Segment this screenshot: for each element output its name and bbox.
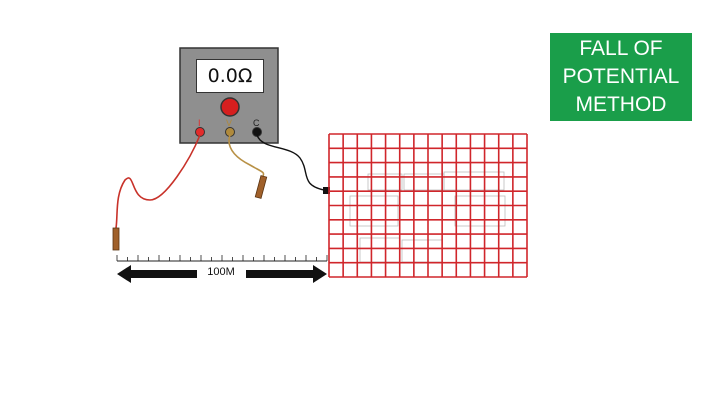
grid-background-structure — [454, 195, 506, 227]
lead-gold-wire — [228, 134, 265, 177]
terminal-label-voltage: V — [226, 118, 233, 128]
potential-probe-icon[interactable] — [254, 175, 268, 199]
grid-background-structure — [359, 237, 401, 263]
grid-background-structure — [401, 239, 443, 263]
meter-display: 0.0Ω — [196, 59, 264, 93]
distance-ruler — [116, 255, 328, 262]
current-probe-icon[interactable] — [112, 227, 120, 251]
lead-red-wire — [115, 134, 201, 229]
double-arrow-icon — [117, 265, 327, 283]
ground-grid-icon — [328, 133, 528, 278]
method-title-box: FALL OF POTENTIAL METHOD — [550, 33, 692, 121]
meter-knob-icon[interactable] — [220, 97, 240, 117]
terminal-label-common: C — [253, 118, 260, 128]
distance-label: 100M — [207, 266, 235, 278]
grid-background-structure — [443, 171, 505, 191]
method-title: FALL OF POTENTIAL METHOD — [562, 37, 680, 116]
grid-background-structure — [349, 195, 399, 227]
grid-connection-terminal[interactable] — [323, 187, 330, 194]
terminal-label-current: I — [198, 118, 201, 128]
lead-black-wire — [256, 134, 325, 191]
